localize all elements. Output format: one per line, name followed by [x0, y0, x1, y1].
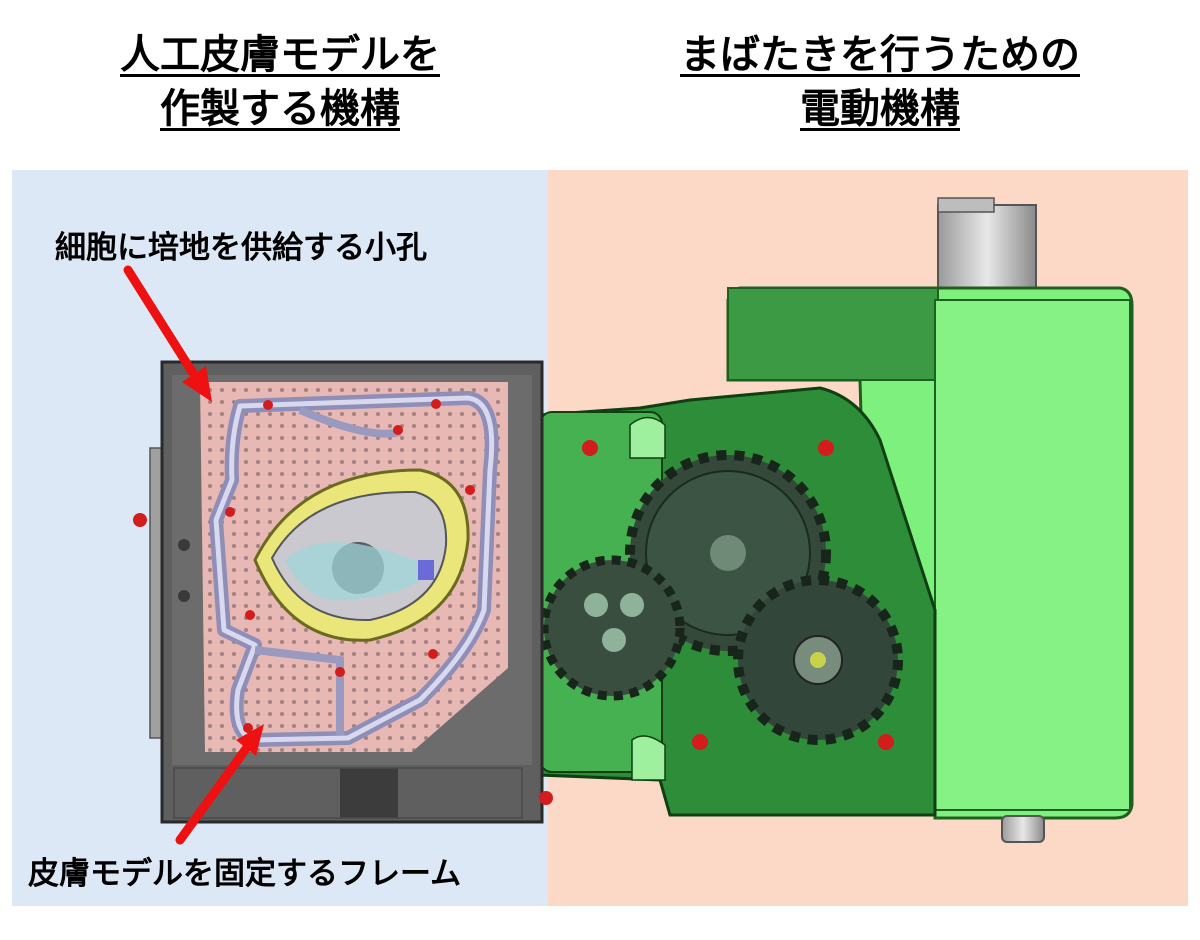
small-gear-left — [539, 555, 685, 701]
title-right-line2: 電動機構 — [800, 86, 960, 132]
skin-model-frame — [209, 391, 499, 747]
title-skin-model-mechanism: 人工皮膚モデルを 作製する機構 — [20, 28, 540, 136]
small-gear-right — [733, 575, 903, 745]
arrow-to-small-holes — [123, 265, 212, 402]
callout-frame: 皮膚モデルを固定するフレーム — [28, 856, 462, 892]
title-right-line1: まばたきを行うための — [680, 32, 1080, 78]
motor-shaft-cylinder — [937, 197, 1037, 296]
eyelid-opening — [253, 468, 470, 642]
motor-bottom-pin — [1001, 815, 1045, 843]
callout-small-holes: 細胞に培地を供給する小孔 — [55, 230, 427, 266]
title-left-line2: 作製する機構 — [160, 86, 400, 132]
gear-case-screws — [582, 440, 894, 750]
frame-screws — [225, 399, 475, 733]
title-blink-mechanism: まばたきを行うための 電動機構 — [600, 28, 1160, 136]
title-left-line1: 人工皮膚モデルを — [120, 32, 440, 78]
motor-housing — [726, 286, 1134, 820]
arrow-to-frame — [175, 724, 264, 845]
